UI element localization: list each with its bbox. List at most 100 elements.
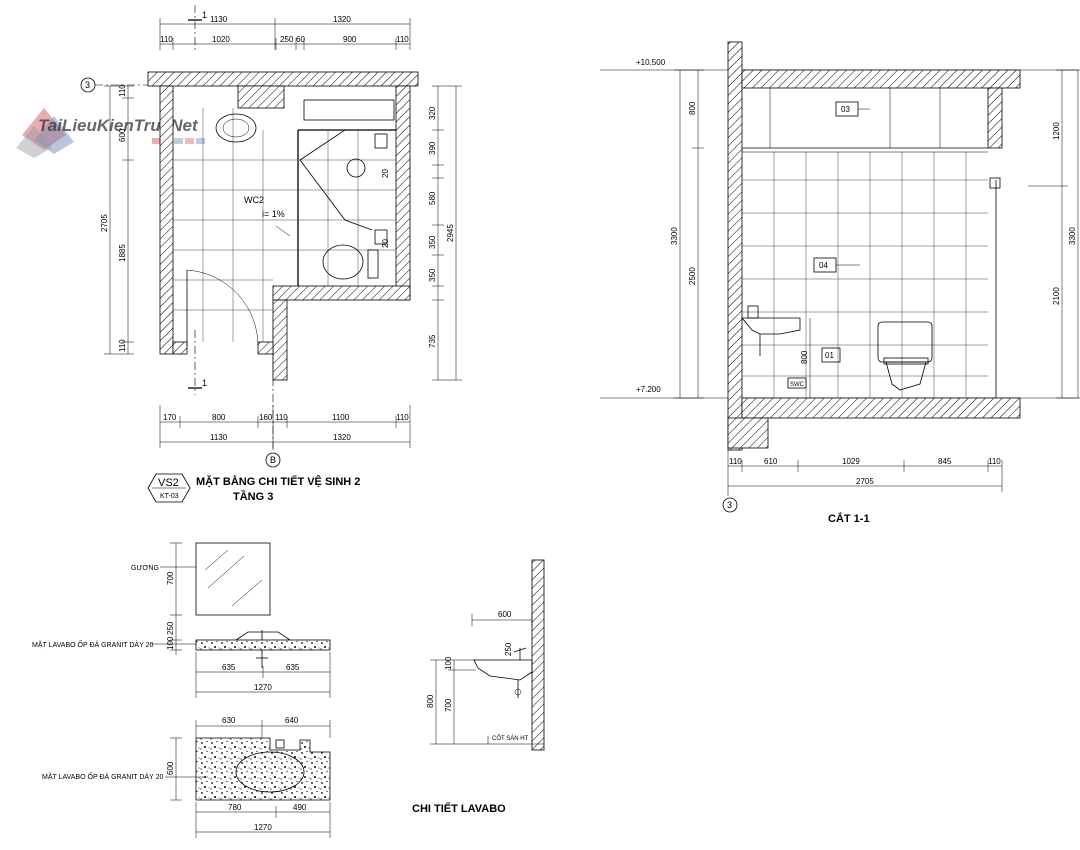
section-mark-top: 1 — [202, 10, 207, 20]
front-half-dim-right: 635 — [286, 663, 300, 672]
section-title: CẮT 1-1 — [828, 512, 870, 525]
section-bottom-dim-845: 845 — [938, 457, 952, 466]
plan-bottom-dim-1320: 1320 — [333, 433, 351, 442]
plan-bottom-dim-160: 160 — [259, 413, 273, 422]
plan-counter-label: MẶT LAVABO ỐP ĐÁ GRANIT DÀY 20 — [42, 771, 163, 781]
plan-top-dim-1020: 1020 — [212, 35, 230, 44]
plan-right-dim-2945: 2945 — [446, 224, 455, 242]
bathroom-plan: 1 1 1130 1320 110 1020 250 60 900 110 3 — [80, 5, 462, 503]
front-half-dim-left: 635 — [222, 663, 236, 672]
plan-top-dim-1130: 1130 — [210, 15, 228, 24]
front-total-dim: 1270 — [254, 683, 272, 692]
section-bottom-dim-610: 610 — [764, 457, 778, 466]
section-basin-height: 800 — [800, 350, 809, 364]
plan-counter-dim-630: 630 — [222, 716, 236, 725]
front-gap-dim: 250 — [166, 621, 175, 635]
plan-top-dim-60: 60 — [296, 35, 305, 44]
lavabo-front-elevation: GƯƠNG 700 250 100 MẶT LAVABO ỐP ĐÁ GRANI… — [32, 542, 331, 698]
section-mark-bottom: 1 — [202, 378, 207, 388]
detail-title: CHI TIẾT LAVABO — [412, 802, 506, 815]
plan-right-dim-20a: 20 — [381, 169, 390, 178]
front-counter — [195, 639, 331, 651]
side-height-outer-dim: 800 — [426, 694, 435, 708]
watermark-text: TaiLieuKienTrucNet — [38, 116, 199, 135]
plan-basin — [235, 751, 305, 793]
plan-top-dim-900: 900 — [343, 35, 357, 44]
section-right-dim-3300: 3300 — [1068, 227, 1077, 245]
level-bottom: +7.200 — [636, 385, 661, 394]
shower-drain-icon — [346, 158, 366, 178]
plan-bottom-dim-800: 800 — [212, 413, 226, 422]
mirror-label: GƯƠNG — [131, 565, 159, 572]
plan-counter-dim-490: 490 — [293, 803, 307, 812]
grid-axis-3-label: 3 — [85, 80, 90, 90]
section-left-dim-3300: 3300 — [670, 227, 679, 245]
plan-right-dim-350b: 350 — [428, 268, 437, 282]
plan-left-dim-1885: 1885 — [118, 244, 127, 262]
plan-counter-dim-640: 640 — [285, 716, 299, 725]
plan-top-dim-1320: 1320 — [333, 15, 351, 24]
section-bottom-dim-2705: 2705 — [856, 477, 874, 486]
plan-right-dim-580: 580 — [428, 191, 437, 205]
slope-label: i= 1% — [262, 209, 285, 219]
plan-bottom-dim-1100: 1100 — [332, 413, 350, 422]
section-tag-04: 04 — [819, 261, 828, 270]
level-top: +10.500 — [636, 58, 666, 67]
section-tag-03: 03 — [841, 105, 850, 114]
plan-right-dim-20b: 20 — [381, 239, 390, 248]
plan-bottom-dim-110a: 110 — [275, 413, 288, 422]
section-right-dim-1200: 1200 — [1052, 122, 1061, 140]
toilet — [322, 244, 364, 280]
front-counter-label: MẶT LAVABO ỐP ĐÁ GRANIT DÀY 20 — [32, 639, 153, 649]
section-bottom-dim-1029: 1029 — [842, 457, 860, 466]
plan-top-dim-110a: 110 — [160, 35, 173, 44]
section-left-dim-2500: 2500 — [688, 267, 697, 285]
title-tag-hexagon — [147, 473, 191, 503]
side-top-dim: 100 — [444, 656, 453, 670]
mirror-height-dim: 700 — [166, 571, 175, 585]
plan-right-dim-390: 390 — [428, 141, 437, 155]
watermark-logo: TaiLieuKienTrucNet — [16, 108, 205, 158]
side-depth-dim: 600 — [498, 610, 512, 619]
plan-top-dim-110b: 110 — [396, 35, 409, 44]
section-grid-axis-label: 3 — [727, 500, 732, 510]
title-tag-bottom: KT-03 — [160, 493, 179, 500]
plan-counter-dim-780: 780 — [228, 803, 242, 812]
section-tag-01: 01 — [825, 351, 834, 360]
side-height-inner-dim: 700 — [444, 698, 453, 712]
section-bottom-dim-110b: 110 — [988, 457, 1001, 466]
plan-bottom-dim-170: 170 — [163, 413, 177, 422]
section-floor-tag: SWC — [790, 382, 805, 388]
section-toilet — [877, 321, 933, 391]
section-washbasin — [741, 317, 801, 335]
grid-axis-b-bubble — [265, 452, 281, 468]
plan-right-dim-320: 320 — [428, 106, 437, 120]
plan-bottom-dim-1130: 1130 — [210, 433, 228, 442]
plan-bottom-dim-110b: 110 — [396, 413, 409, 422]
side-basin — [473, 659, 533, 681]
plan-title-line2: TẦNG 3 — [233, 490, 273, 503]
title-tag-top: VS2 — [158, 477, 179, 489]
side-floor-label: CỐT SÀN HT — [492, 735, 529, 742]
plan-left-dim-110b: 110 — [118, 339, 127, 352]
grid-axis-b-label: B — [270, 455, 276, 465]
lavabo-side-section: 600 250 100 800 700 CỐT SÀN HT — [426, 559, 545, 751]
lavabo-plan: 630 640 600 MẶT LAVABO ỐP ĐÁ GRANIT DÀY … — [42, 716, 331, 838]
plan-title-line1: MẶT BẰNG CHI TIẾT VỆ SINH 2 — [196, 475, 360, 488]
section-right-dim-2100: 2100 — [1052, 287, 1061, 305]
section-1-1: +10.500 +7.200 03 — [600, 41, 1080, 525]
mirror — [195, 542, 271, 616]
room-label: WC2 — [244, 195, 264, 205]
plan-top-dim-250: 250 — [280, 35, 294, 44]
plan-counter-depth-dim: 600 — [166, 761, 175, 775]
plan-right-dim-735: 735 — [428, 334, 437, 348]
plan-left-dim-2705: 2705 — [100, 214, 109, 232]
front-top-dim: 100 — [166, 636, 175, 650]
side-height-dim: 250 — [504, 642, 513, 656]
section-bottom-dim-110a: 110 — [729, 457, 742, 466]
washbasin — [215, 113, 257, 143]
plan-right-dim-350a: 350 — [428, 235, 437, 249]
plan-left-dim-110a: 110 — [118, 84, 127, 97]
